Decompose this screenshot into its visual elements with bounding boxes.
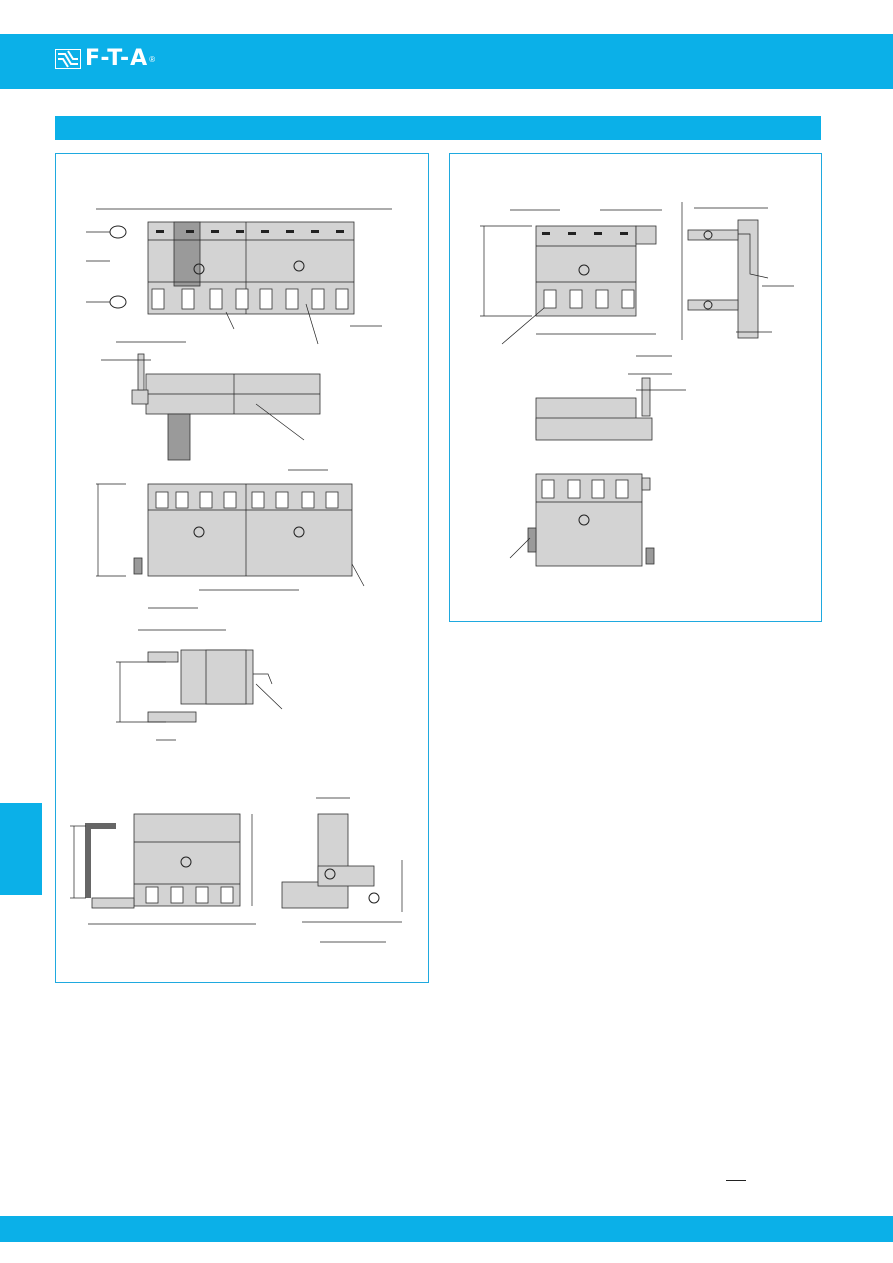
bottom-side-view bbox=[281, 797, 403, 943]
fta-logo-mark-icon bbox=[55, 49, 81, 69]
right-drawing-panel bbox=[449, 153, 822, 622]
front-view-middle bbox=[96, 469, 365, 591]
side-tab bbox=[0, 803, 42, 895]
right-technical-drawing bbox=[480, 202, 794, 567]
right-side-view bbox=[681, 202, 794, 340]
right-middle-side-view bbox=[535, 355, 686, 441]
right-bottom-view bbox=[509, 473, 655, 567]
left-drawing-panel bbox=[55, 153, 429, 983]
page-number-rule bbox=[726, 1180, 746, 1181]
bottom-front-view bbox=[70, 813, 256, 925]
logo-text: F-T-A bbox=[85, 46, 149, 71]
brand-logo: F-T-A ® bbox=[55, 48, 155, 70]
footer-bar bbox=[0, 1216, 893, 1242]
right-front-view bbox=[480, 209, 662, 345]
side-view bbox=[101, 341, 321, 461]
top-view-block bbox=[86, 208, 392, 345]
header-bar bbox=[0, 34, 893, 89]
left-technical-drawing bbox=[70, 208, 403, 943]
logo-registered-mark: ® bbox=[149, 54, 156, 64]
section-title-bar bbox=[55, 116, 821, 140]
small-side-view bbox=[116, 607, 283, 741]
